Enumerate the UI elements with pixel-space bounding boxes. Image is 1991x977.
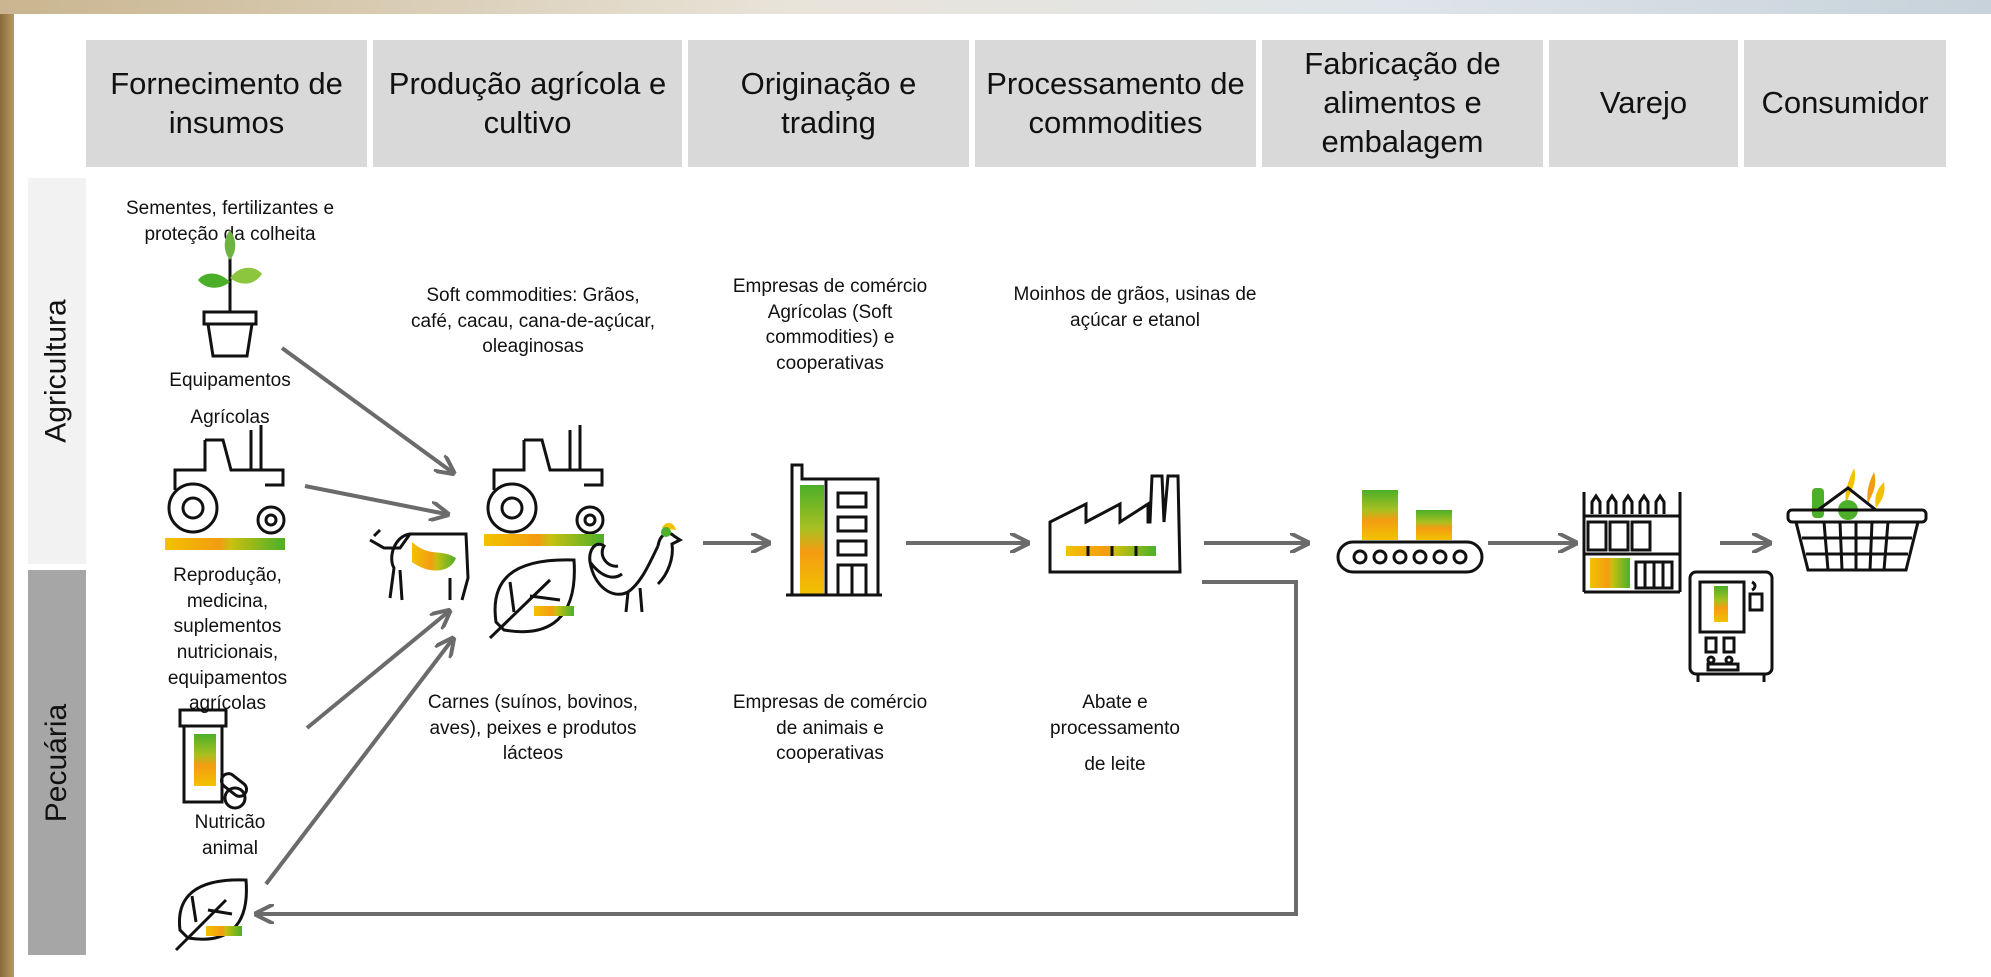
arrow-tractor-to-production <box>304 484 446 514</box>
label-abate-2: de leite <box>1084 754 1146 775</box>
background-band <box>0 0 1991 14</box>
header-consumidor: Consumidor <box>1744 40 1946 167</box>
shopping-basket-icon <box>1786 468 1928 572</box>
header-producao: Produção agrícola e cultivo <box>373 40 682 167</box>
flow-arrows <box>258 346 1768 914</box>
label-abate-1: Abate e processamento <box>1050 692 1180 739</box>
warehouse-building-icon <box>786 463 882 597</box>
production-tractor-icon <box>484 425 605 546</box>
arrow-medicine-to-production <box>305 612 448 730</box>
arrow-plant-to-production <box>280 346 452 472</box>
header-fabricacao: Fabricação de alimentos e embalagem <box>1262 40 1543 167</box>
label-soft-commodities: Soft commodities: Grãos, café, cacau, ca… <box>411 285 655 358</box>
label-equipamentos-1: Equipamentos <box>169 370 291 391</box>
header-processamento: Processamento de commodities <box>975 40 1256 167</box>
rooster-icon <box>588 522 683 613</box>
label-moinhos: Moinhos de grãos, usinas de açúcar e eta… <box>1013 284 1257 331</box>
cow-icon <box>369 528 470 601</box>
arrow-leaf-to-production <box>264 640 452 886</box>
row-agricultura: Agricultura <box>28 178 86 564</box>
label-empresas-animais: Empresas de comércio de animais e cooper… <box>732 692 928 765</box>
medicine-bottle-icon <box>178 708 249 810</box>
retail-shelf-icon <box>1582 492 1682 594</box>
header-fornecimento: Fornecimento de insumos <box>86 40 367 167</box>
arrow-feedback-loop <box>258 580 1298 914</box>
tractor-icon <box>165 425 286 550</box>
conveyor-belt-icon <box>1336 490 1484 574</box>
plant-pot-icon <box>198 230 262 358</box>
production-leaf-icon <box>488 558 576 640</box>
label-carnes: Carnes (suínos, bovinos, aves), peixes e… <box>427 692 639 765</box>
factory-icon <box>1048 474 1182 574</box>
row-pecuaria: Pecuária <box>28 570 86 955</box>
header-originacao: Originação e trading <box>688 40 969 167</box>
vending-machine-icon <box>1688 570 1774 682</box>
label-empresas-agricolas: Empresas de comércio Agrícolas (Soft com… <box>732 276 928 374</box>
leaf-icon <box>174 878 248 952</box>
label-equipamentos-2: Agrícolas <box>190 407 270 428</box>
header-varejo: Varejo <box>1549 40 1738 167</box>
label-nutricao: Nutricão animal <box>194 812 266 859</box>
